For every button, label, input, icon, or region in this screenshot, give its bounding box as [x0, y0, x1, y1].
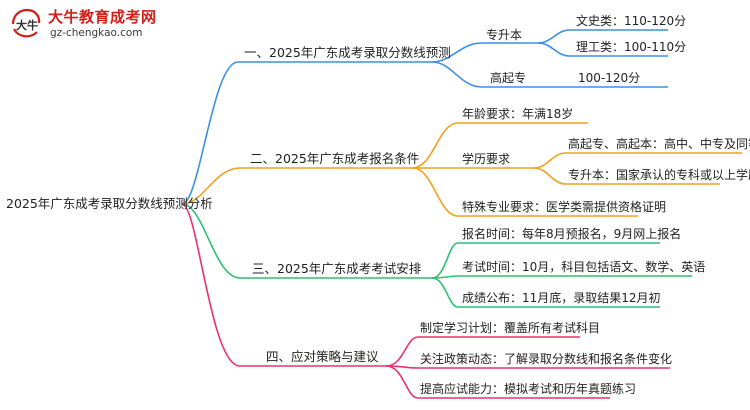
- branch-2-education: 学历要求: [462, 152, 511, 166]
- branch-1-gaoqizhuan: 高起专: [490, 71, 527, 85]
- branch-4-lines: [181, 203, 670, 399]
- branch-3-exam-time: 考试时间：10月，科目包括语文、数学、英语: [462, 260, 706, 274]
- branch-4-title: 四、应对策略与建议: [266, 349, 379, 364]
- branch-1-gaoqizhuan-score: 100-120分: [578, 71, 641, 85]
- branch-4-policy: 关注政策动态：了解录取分数线和报名条件变化: [420, 352, 673, 366]
- branch-2-age: 年龄要求：年满18岁: [462, 107, 574, 121]
- branch-1-ligong: 理工类：100-110分: [576, 40, 687, 54]
- branch-2-title: 二、2025年广东成考报名条件: [250, 151, 420, 166]
- branch-3-title: 三、2025年广东成考考试安排: [252, 261, 422, 276]
- root-node: 2025年广东成考录取分数线预测分析: [6, 196, 213, 211]
- branch-1-title: 一、2025年广东成考录取分数线预测: [244, 45, 451, 60]
- branch-1-lines: [181, 29, 668, 205]
- branch-2-edu-zhuanshengben: 专升本：国家承认的专科或以上学历: [568, 168, 750, 182]
- logo-brand: 大牛教育成考网: [48, 8, 157, 26]
- branch-2-edu-gaoqi: 高起专、高起本：高中、中专及同等学历: [568, 137, 750, 151]
- logo-domain: gz-chengkao.com: [50, 27, 143, 39]
- site-logo[interactable]: 大牛 大牛教育成考网 gz-chengkao.com: [8, 4, 158, 48]
- branch-1-wenshi: 文史类：110-120分: [576, 14, 687, 28]
- branch-3-lines: [181, 203, 692, 308]
- branch-3-registration: 报名时间：每年8月预报名，9月网上报名: [462, 227, 682, 241]
- logo-badge-text: 大牛: [16, 18, 38, 32]
- logo-icon: 大牛: [11, 8, 41, 38]
- branch-1-zhuanshengben: 专升本: [486, 28, 523, 42]
- branch-4-practice: 提高应试能力：模拟考试和历年真题练习: [420, 382, 637, 396]
- branch-2-special: 特殊专业要求：医学类需提供资格证明: [462, 200, 667, 214]
- branch-2-lines: [181, 122, 742, 217]
- branch-3-results: 成绩公布：11月底，录取结果12月初: [462, 291, 661, 305]
- branch-4-plan: 制定学习计划：覆盖所有考试科目: [420, 321, 601, 335]
